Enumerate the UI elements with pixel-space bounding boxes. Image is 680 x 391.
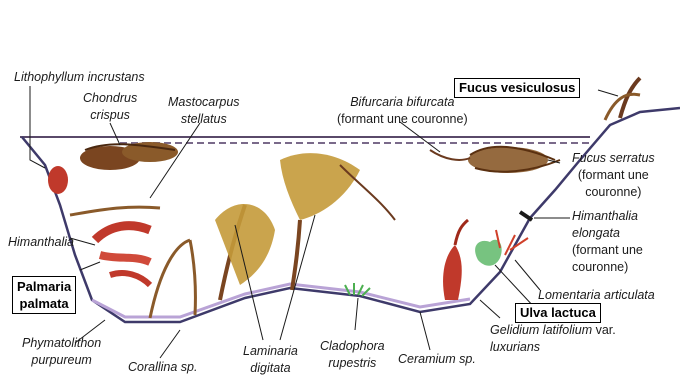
label-fucus-serratus: Fucus serratus (formant une couronne)	[572, 150, 655, 201]
corallina-drawing	[150, 240, 195, 318]
label-fucus-serratus-line2: (formant une	[572, 167, 655, 184]
label-laminaria-line2: digitata	[243, 360, 298, 377]
label-mastocarpus-line2: stellatus	[168, 111, 240, 128]
label-gelidium-line1-wrap: Gelidium latifolium var.	[490, 322, 616, 339]
label-cladophora-line2: rupestris	[320, 355, 385, 372]
label-lithophyllum: Lithophyllum incrustans	[14, 70, 145, 85]
label-laminaria: Laminaria digitata	[243, 343, 298, 377]
label-cladophora: Cladophora rupestris	[320, 338, 385, 372]
label-himanthalia: Himanthalia	[8, 235, 74, 250]
label-ulva: Ulva lactuca	[515, 303, 601, 323]
laminaria-drawing	[215, 153, 395, 300]
label-gelidium-line2: luxurians	[490, 339, 616, 356]
palmaria-drawing	[95, 226, 150, 285]
label-phymatolithon-line1: Phymatolithon	[22, 335, 101, 352]
label-lomentaria-text: Lomentaria articulata	[538, 288, 655, 302]
label-bifurcaria-line1: Bifurcaria bifurcata	[337, 94, 468, 111]
label-phymatolithon-line2: purpureum	[22, 352, 101, 369]
label-himanthalia-elongata-line3: (formant une	[572, 242, 643, 259]
ulva-drawing	[475, 240, 502, 266]
label-gelidium-var: var.	[596, 323, 616, 337]
chondrus-cluster-drawing	[48, 142, 178, 194]
label-palmaria-line1: Palmaria	[17, 278, 71, 295]
label-palmaria-line2: palmata	[17, 295, 71, 312]
label-corallina: Corallina sp.	[128, 360, 197, 375]
label-palmaria: Palmaria palmata	[12, 276, 76, 314]
label-gelidium-line1: Gelidium latifolium	[490, 323, 592, 337]
label-lomentaria: Lomentaria articulata	[538, 288, 655, 303]
label-cladophora-line1: Cladophora	[320, 338, 385, 355]
label-chondrus: Chondrus crispus	[83, 90, 137, 124]
label-himanthalia-elongata-line1: Himanthalia	[572, 208, 643, 225]
label-himanthalia-elongata: Himanthalia elongata (formant une couron…	[572, 208, 643, 276]
label-fucus-vesiculosus: Fucus vesiculosus	[454, 78, 580, 98]
label-laminaria-line1: Laminaria	[243, 343, 298, 360]
label-fucus-serratus-line3: couronne)	[572, 184, 655, 201]
label-bifurcaria: Bifurcaria bifurcata (formant une couron…	[337, 94, 468, 128]
label-bifurcaria-line2: (formant une couronne)	[337, 111, 468, 128]
label-mastocarpus-line1: Mastocarpus	[168, 94, 240, 111]
label-chondrus-line2: crispus	[83, 107, 137, 124]
label-chondrus-line1: Chondrus	[83, 90, 137, 107]
himanthalia-left-drawing	[70, 207, 160, 215]
label-himanthalia-elongata-line4: couronne)	[572, 259, 643, 276]
gelidium-drawing	[443, 220, 468, 300]
label-gelidium: Gelidium latifolium var. luxurians	[490, 322, 616, 356]
label-phymatolithon: Phymatolithon purpureum	[22, 335, 101, 369]
label-fucus-serratus-line1: Fucus serratus	[572, 150, 655, 167]
label-ceramium: Ceramium sp.	[398, 352, 476, 367]
label-himanthalia-elongata-line2: elongata	[572, 225, 643, 242]
label-mastocarpus: Mastocarpus stellatus	[168, 94, 240, 128]
fucus-serratus-drawing	[430, 147, 560, 173]
